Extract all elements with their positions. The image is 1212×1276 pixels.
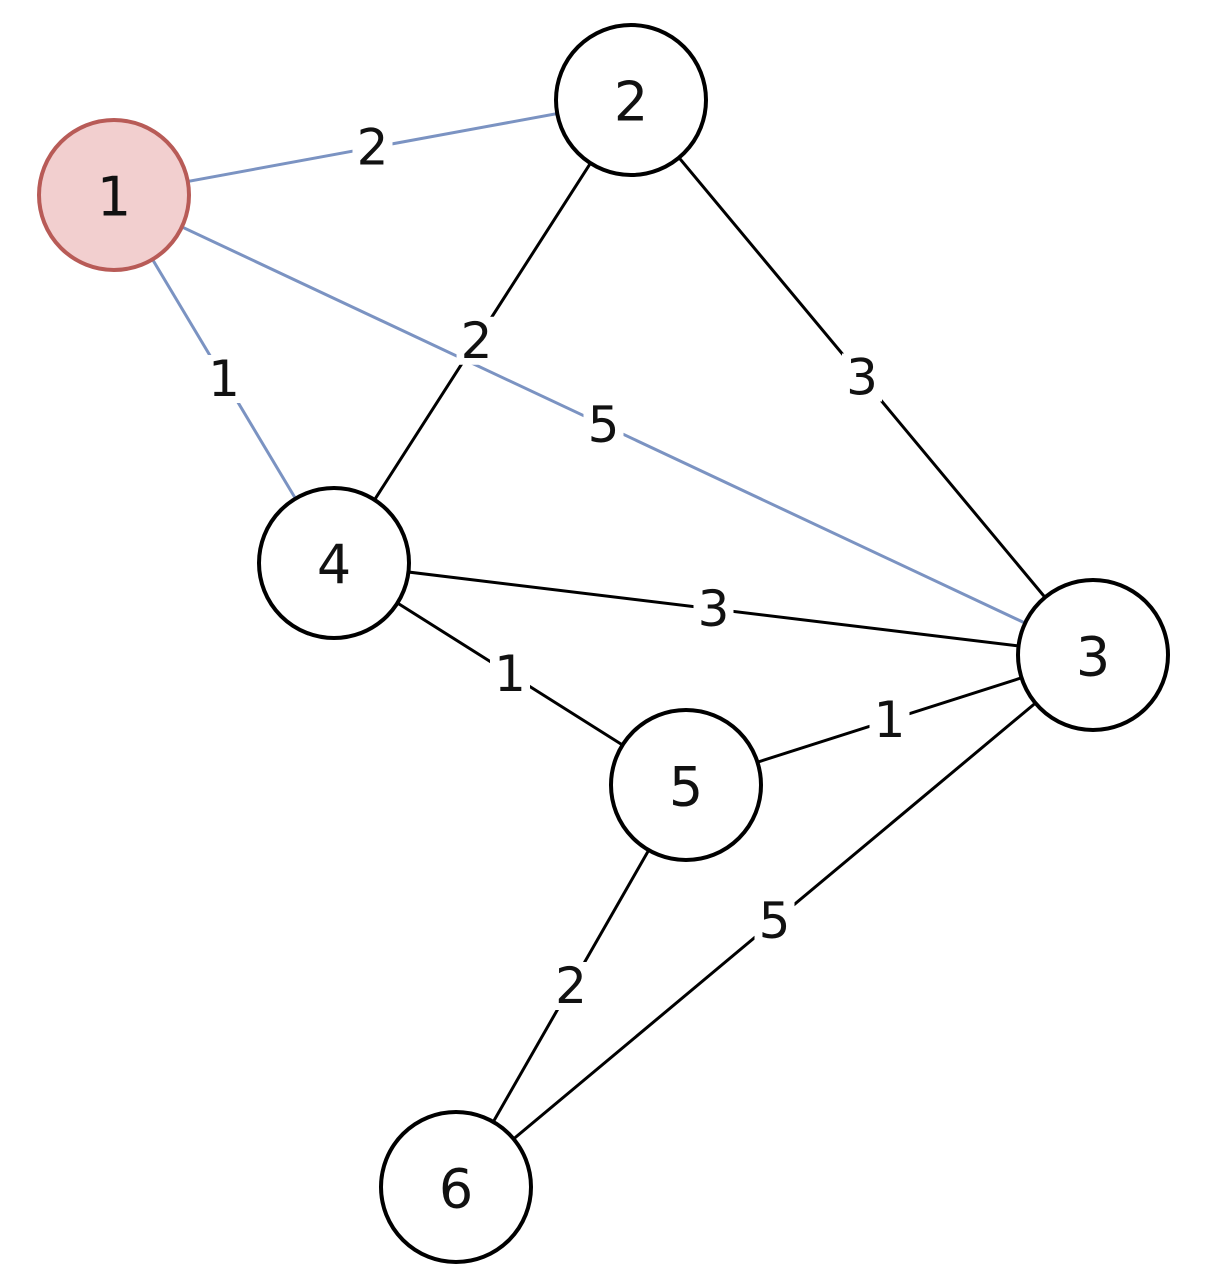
node-1: 1 xyxy=(37,118,191,272)
edge-weight-label: 1 xyxy=(874,691,906,749)
edge-weight-label: 1 xyxy=(494,645,526,703)
node-circle xyxy=(1016,578,1170,732)
node-5: 5 xyxy=(609,708,763,862)
edge-label-group-4-5: 1 xyxy=(490,645,530,703)
edge-label-group-1-4: 1 xyxy=(204,350,244,408)
edge-weight-label: 5 xyxy=(759,892,791,950)
edge-label-background xyxy=(490,650,530,698)
edge-label-group-5-6: 2 xyxy=(551,957,591,1015)
node-label: 4 xyxy=(317,534,351,597)
node-circle xyxy=(37,118,191,272)
edge-label-group-5-3: 1 xyxy=(869,691,910,749)
edge-label-background xyxy=(352,123,393,172)
edge-weight-label: 2 xyxy=(461,312,493,370)
edge-weight-label: 3 xyxy=(698,580,730,638)
edge-weight-label: 5 xyxy=(588,396,620,454)
edge-weight-label: 3 xyxy=(846,349,878,407)
edge-label-background xyxy=(456,316,497,365)
edge-weight-label: 2 xyxy=(357,119,389,177)
node-6: 6 xyxy=(379,1110,533,1264)
node-label: 3 xyxy=(1076,626,1110,689)
node-label: 5 xyxy=(669,756,703,819)
node-4: 4 xyxy=(257,486,411,640)
edge-label-background xyxy=(693,585,734,633)
node-circle xyxy=(379,1110,533,1264)
edge-label-background xyxy=(754,897,795,945)
node-label: 6 xyxy=(439,1158,473,1221)
edges-layer xyxy=(112,98,1095,1189)
node-circle xyxy=(554,23,708,177)
edge-label-background xyxy=(204,355,244,403)
edge-label-group-1-3: 5 xyxy=(583,396,624,454)
node-label: 2 xyxy=(614,71,648,134)
edge-label-group-3-6: 5 xyxy=(754,892,795,950)
node-circle xyxy=(257,486,411,640)
edge-label-background xyxy=(869,696,910,744)
edge-label-background xyxy=(551,962,591,1010)
node-2: 2 xyxy=(554,23,708,177)
edge-label-background xyxy=(842,353,882,402)
edge-weight-label: 1 xyxy=(208,350,240,408)
node-circle xyxy=(609,708,763,862)
node-3: 3 xyxy=(1016,578,1170,732)
edge-labels-layer: 2 1 5 2 3 3 1 1 2 5 xyxy=(204,119,910,1015)
edge-label-group-2-4: 2 xyxy=(456,312,497,370)
edge-label-group-1-2: 2 xyxy=(352,119,393,177)
edge-weight-label: 2 xyxy=(555,957,587,1015)
edge-label-group-4-3: 3 xyxy=(693,580,734,638)
node-label: 1 xyxy=(97,166,131,229)
nodes-layer: 1 2 3 4 5 6 xyxy=(37,23,1170,1264)
edge-label-background xyxy=(583,401,624,449)
edge-label-group-2-3: 3 xyxy=(842,349,882,407)
